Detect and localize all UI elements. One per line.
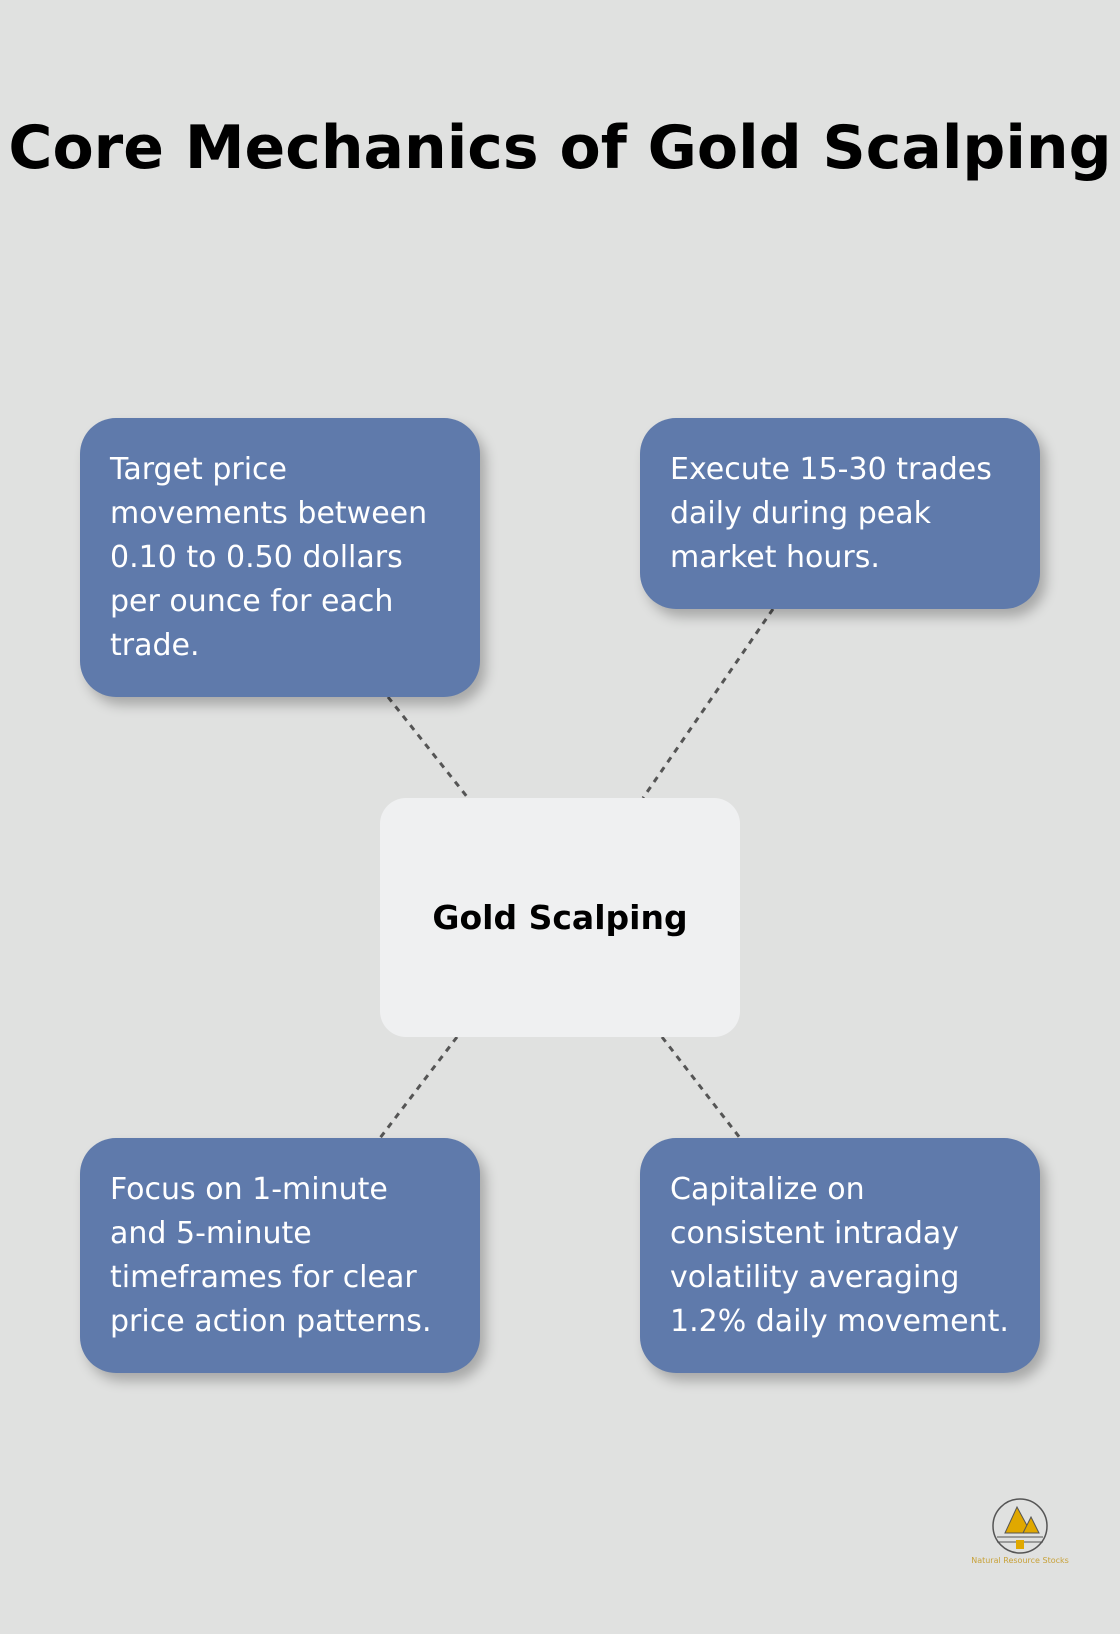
node-volatility: Capitalize on consistent intraday volati…: [640, 1138, 1040, 1373]
page-title: Core Mechanics of Gold Scalping: [8, 113, 1112, 183]
logo-icon: [992, 1498, 1048, 1554]
node-trade-frequency: Execute 15-30 trades daily during peak m…: [640, 418, 1040, 609]
connector-bottom-right: [660, 1036, 742, 1139]
center-node: Gold Scalping: [380, 798, 740, 1037]
logo-text: Natural Resource Stocks: [971, 1556, 1069, 1565]
connector-top-right: [641, 608, 775, 799]
connector-bottom-left: [378, 1036, 459, 1139]
node-price-target: Target price movements between 0.10 to 0…: [80, 418, 480, 697]
node-timeframes: Focus on 1-minute and 5-minute timeframe…: [80, 1138, 480, 1373]
connector-top-left: [386, 696, 470, 799]
